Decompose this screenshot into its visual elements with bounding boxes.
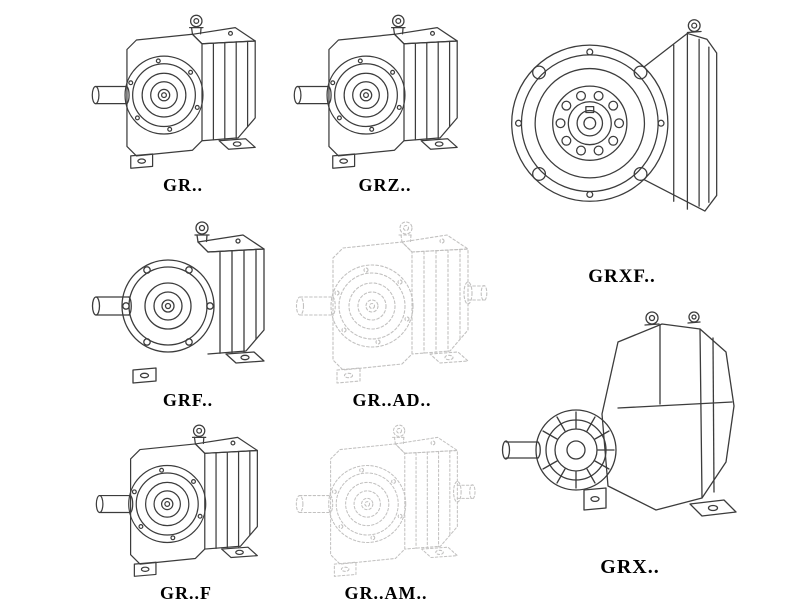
figure-grz: GRZ.. — [290, 2, 480, 196]
figure-label-grxf: GRXF.. — [588, 266, 656, 287]
gearbox-drawing-gr-am — [295, 424, 476, 577]
gearbox-drawing-gr — [91, 14, 256, 169]
figure-gr-f: GR..F — [92, 412, 280, 600]
gearbox-drawing-grf — [91, 221, 265, 384]
figure-label-gr: GR.. — [163, 175, 203, 195]
figure-gr: GR.. — [88, 2, 278, 196]
gearbox-drawing-grxf — [511, 19, 718, 212]
grxf-housing — [643, 19, 718, 212]
grx-bearing-hub — [535, 409, 617, 491]
grx-housing — [601, 311, 735, 511]
grxf-flange-face — [511, 44, 669, 202]
figure-label-gr-am: GR..AM.. — [344, 583, 428, 600]
figure-label-gr-ad: GR..AD.. — [352, 390, 432, 410]
grx-input-shaft — [501, 440, 541, 460]
figure-grxf: GRXF.. — [498, 4, 746, 288]
figure-gr-am: GR..AM.. — [292, 412, 480, 600]
figure-grf: GRF.. — [88, 208, 288, 411]
figure-label-grx: GRX.. — [600, 556, 660, 578]
gearbox-drawing-gr-f — [95, 424, 258, 577]
gearbox-drawing-gr-ad — [295, 221, 488, 384]
figure-label-grf: GRF.. — [162, 390, 214, 410]
gearbox-drawing-grz — [293, 14, 458, 169]
grx-feet — [583, 487, 737, 517]
gearbox-drawing-grx — [501, 311, 737, 517]
figure-label-grz: GRZ.. — [358, 175, 412, 195]
figure-label-gr-f: GR..F — [160, 583, 212, 600]
figure-grx: GRX.. — [500, 296, 760, 579]
figure-gr-ad: GR..AD.. — [292, 208, 492, 411]
